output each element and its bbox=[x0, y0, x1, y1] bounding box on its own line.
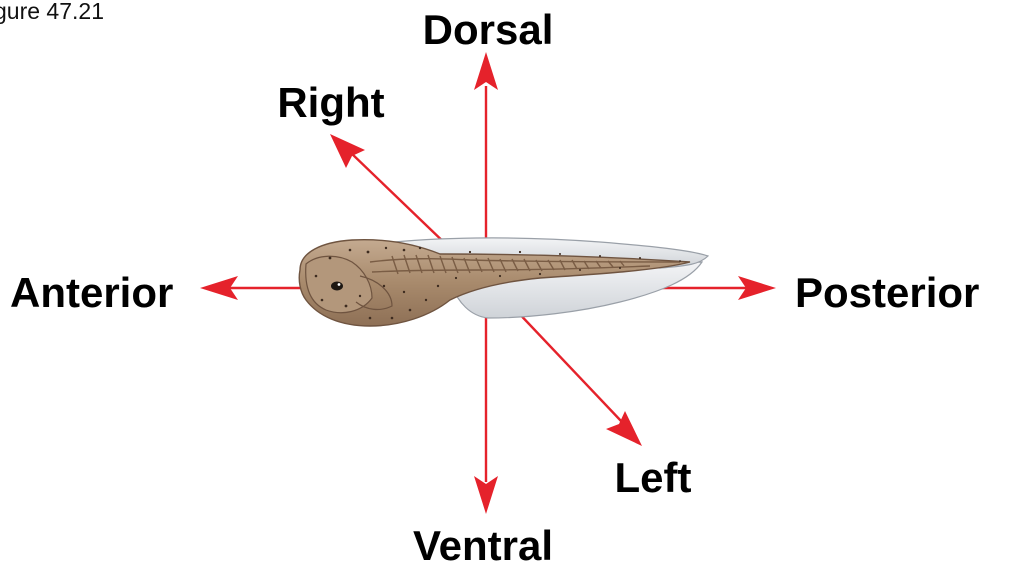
left-arrowhead bbox=[606, 411, 642, 446]
eye-highlight bbox=[338, 283, 341, 286]
left-label: Left bbox=[615, 454, 692, 501]
anterior-label: Anterior bbox=[10, 269, 173, 316]
dorsal-arrowhead bbox=[474, 52, 498, 90]
right-arrow-shaft bbox=[350, 152, 452, 250]
tadpole-illustration bbox=[299, 238, 708, 326]
dorsal-label: Dorsal bbox=[423, 6, 554, 53]
right-label: Right bbox=[277, 79, 384, 126]
ventral-label: Ventral bbox=[413, 522, 553, 564]
eye bbox=[331, 282, 343, 291]
left-arrow-shaft bbox=[512, 306, 622, 422]
figure-caption: gure 47.21 bbox=[0, 0, 104, 25]
posterior-label: Posterior bbox=[795, 269, 979, 316]
